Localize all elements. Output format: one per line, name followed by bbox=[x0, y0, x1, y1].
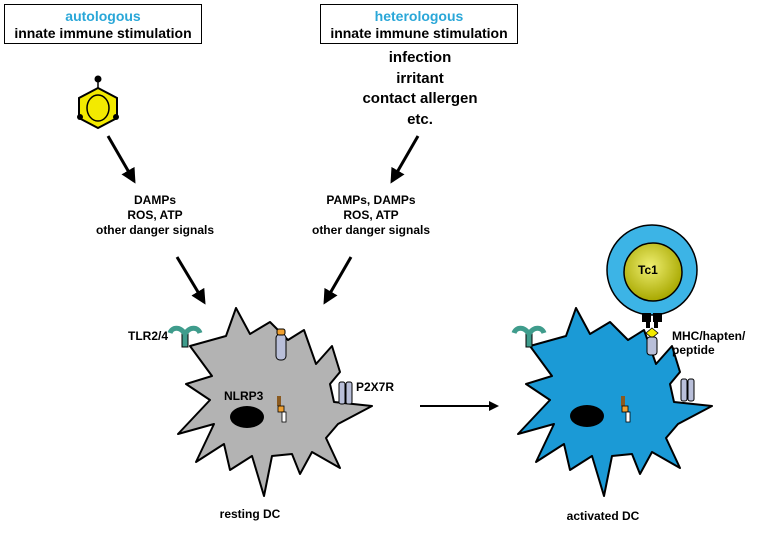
p2x7r-receptor-resting-icon bbox=[338, 381, 353, 405]
arrow-damps-to-cell bbox=[175, 256, 206, 305]
stimulus-item: irritant bbox=[396, 69, 444, 87]
signal-item: ROS, ATP bbox=[127, 208, 183, 222]
autologous-subtitle: innate immune stimulation bbox=[14, 25, 192, 41]
mhc-label-line2: peptide bbox=[672, 342, 715, 357]
heterologous-title: heterologous bbox=[374, 8, 464, 24]
nlrp3-label: NLRP3 bbox=[224, 389, 264, 403]
activated-nucleus bbox=[570, 405, 604, 427]
signal-item: other danger signals bbox=[95, 223, 215, 237]
resting-dc-label: resting DC bbox=[219, 507, 281, 521]
heterologous-box: heterologous innate immune stimulation bbox=[320, 4, 518, 44]
tlr-receptor-resting-icon bbox=[167, 325, 203, 348]
tlr-receptor-activated-icon bbox=[511, 325, 547, 348]
resting-nucleus bbox=[230, 406, 264, 428]
resting-dendritic-cell bbox=[177, 307, 373, 497]
mhc-receptor-resting-icon bbox=[275, 328, 287, 361]
tc1-label: Tc1 bbox=[638, 263, 658, 277]
p2x7r-label: P2X7R bbox=[356, 380, 395, 394]
activated-dc-label: activated DC bbox=[566, 509, 640, 523]
tcr-mhc-synapse-icon bbox=[642, 313, 662, 339]
stimuli-list: infection irritant contact allergen etc. bbox=[350, 48, 490, 130]
heterologous-subtitle: innate immune stimulation bbox=[330, 25, 508, 41]
nlrp3-inflammasome-icon bbox=[277, 396, 287, 423]
arrow-stimuli-to-pamps bbox=[390, 135, 420, 184]
arrow-hapten-to-damps bbox=[106, 135, 136, 184]
tc1-cell bbox=[606, 224, 698, 316]
stimulus-item: contact allergen bbox=[362, 90, 478, 107]
activated-dendritic-cell bbox=[517, 307, 713, 497]
signal-item: other danger signals bbox=[311, 223, 431, 237]
stimulus-item: infection bbox=[388, 49, 452, 66]
signals-left: DAMPs ROS, ATP other danger signals bbox=[80, 193, 230, 238]
p2x7r-receptor-activated-icon bbox=[680, 378, 695, 402]
signals-right: PAMPs, DAMPs ROS, ATP other danger signa… bbox=[296, 193, 446, 238]
mhc-label-line1: MHC/hapten/ bbox=[672, 329, 746, 343]
autologous-box: autologous innate immune stimulation bbox=[4, 4, 202, 44]
signal-item: DAMPs bbox=[133, 193, 176, 207]
signal-item: ROS, ATP bbox=[343, 208, 399, 222]
mhc-receptor-activated-icon bbox=[646, 336, 658, 356]
hapten-molecule-icon bbox=[77, 75, 119, 130]
stimulus-item: etc. bbox=[407, 110, 433, 128]
tlr-label: TLR2/4 bbox=[128, 329, 169, 343]
mhc-label: MHC/hapten/ peptide bbox=[672, 329, 746, 358]
arrow-pamps-to-cell bbox=[323, 256, 353, 305]
signal-item: PAMPs, DAMPs bbox=[326, 193, 416, 207]
autologous-title: autologous bbox=[65, 8, 141, 24]
inflammasome-activated-icon bbox=[621, 396, 631, 423]
